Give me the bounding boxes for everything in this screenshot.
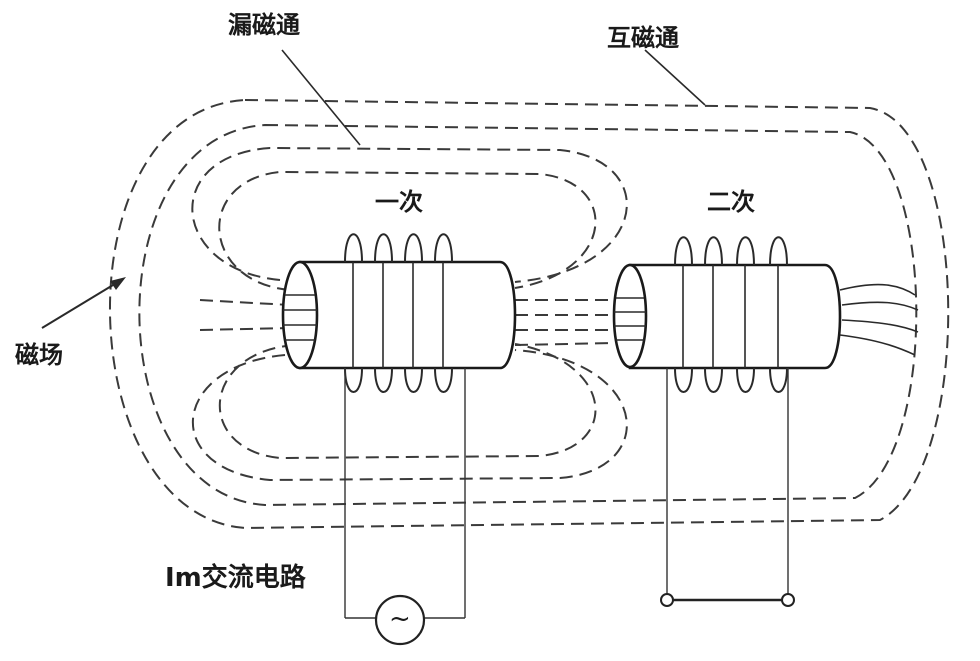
core-flux-1 — [199, 299, 291, 306]
magnetic-field-label: 磁场 — [15, 341, 63, 369]
secondary-label: 二次 — [707, 188, 755, 216]
secondary-core — [612, 263, 919, 370]
field-arrowhead — [110, 277, 126, 290]
ac-source-icon — [374, 594, 426, 646]
primary-label: 一次 — [375, 188, 423, 216]
leakage-loop-lower-1 — [191, 349, 628, 482]
leakage-loop-lower-2 — [218, 343, 597, 460]
pointers — [41, 49, 706, 329]
ac-circuit-label: Im交流电路 — [165, 563, 306, 593]
mutual-pointer — [644, 49, 706, 106]
primary-circuit — [344, 368, 466, 646]
field-lines — [109, 98, 950, 530]
leakage-pointer — [281, 49, 361, 146]
leakage-flux-label: 漏磁通 — [228, 11, 300, 39]
primary-coil — [344, 233, 453, 393]
mutual-flux-label: 互磁通 — [607, 24, 679, 52]
core-flux-6 — [514, 342, 616, 346]
terminal-left — [660, 593, 674, 607]
mutual-flux-loop-inner — [138, 123, 918, 507]
field-pointer — [41, 281, 119, 329]
terminal-right — [781, 593, 795, 607]
primary-core — [281, 260, 517, 370]
core-flux-2 — [199, 327, 291, 331]
secondary-circuit — [660, 368, 795, 607]
ac-source-symbol: ~ — [389, 604, 411, 634]
leakage-loop-upper-1 — [191, 146, 628, 283]
mutual-flux-loop-outer — [109, 98, 950, 530]
leakage-loop-upper-2 — [218, 170, 597, 291]
secondary-coil — [674, 236, 788, 393]
